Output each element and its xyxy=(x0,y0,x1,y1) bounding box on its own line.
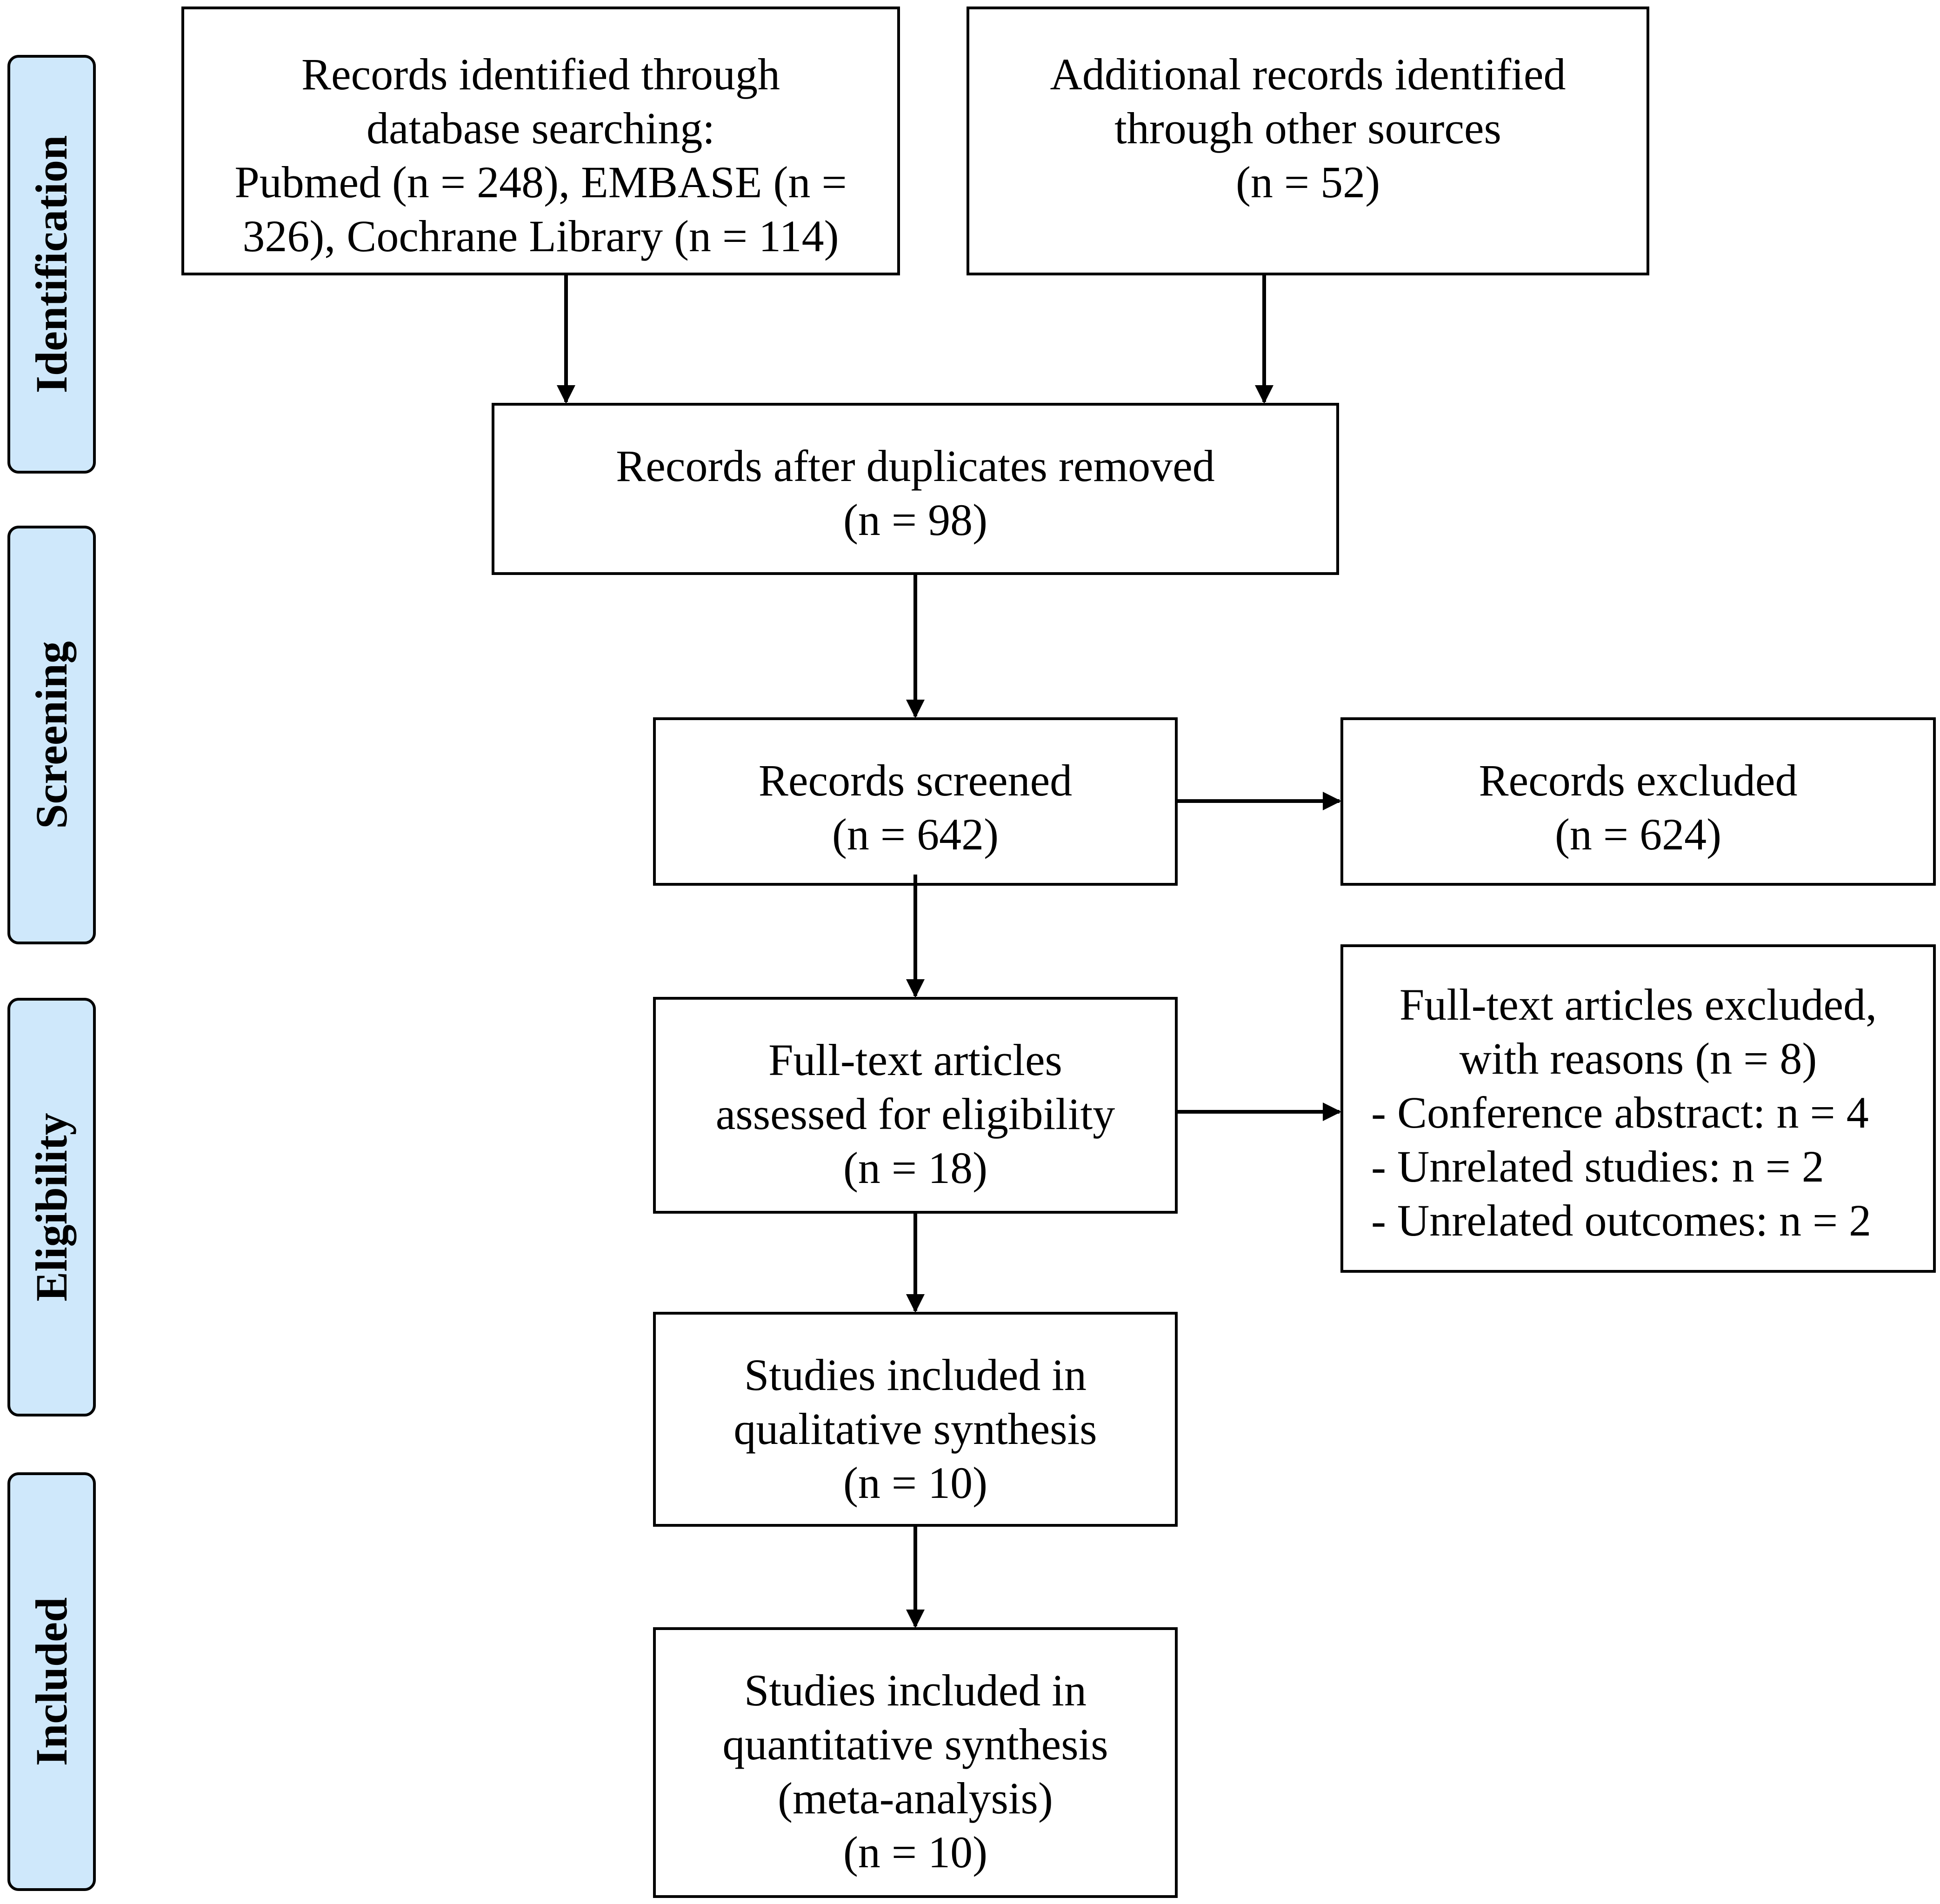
phase-eligibility: Eligibility xyxy=(7,998,96,1416)
exclusion-reasons-list: - Conference abstract: n = 4 - Unrelated… xyxy=(1343,1086,1871,1248)
box-text-line: through other sources xyxy=(1114,103,1501,153)
box-text-line: 326), Cochrane Library (n = 114) xyxy=(242,211,839,261)
exclusion-reason: - Conference abstract: n = 4 xyxy=(1371,1088,1869,1137)
box-text-line: Records screened xyxy=(758,755,1073,805)
phase-label-included: Included xyxy=(27,1597,76,1766)
box-full-text-excluded: Full-text articles excluded, with reason… xyxy=(1340,944,1936,1273)
phase-screening: Screening xyxy=(7,526,96,944)
box-text-line: database searching: xyxy=(367,103,715,153)
box-text-line: assessed for eligibility xyxy=(715,1089,1115,1139)
box-records-excluded: Records excluded (n = 624) xyxy=(1340,717,1936,886)
box-records-screened: Records screened (n = 642) xyxy=(653,717,1178,886)
phase-included: Included xyxy=(7,1472,96,1891)
exclusion-reason: - Unrelated outcomes: n = 2 xyxy=(1371,1196,1872,1245)
box-text-line: Full-text articles excluded, xyxy=(1399,980,1877,1029)
box-text-line: (n = 10) xyxy=(843,1827,988,1877)
phase-label-eligibility: Eligibility xyxy=(27,1113,76,1302)
box-text-line: (n = 624) xyxy=(1554,809,1722,859)
box-text-line: Additional records identified xyxy=(1050,49,1566,99)
box-text-line: (n = 52) xyxy=(1235,157,1380,207)
box-text-line: Studies included in xyxy=(744,1665,1087,1715)
box-text-line: (n = 10) xyxy=(843,1458,988,1508)
box-qualitative-synthesis: Studies included in qualitative synthesi… xyxy=(653,1312,1178,1527)
box-other-sources: Additional records identified through ot… xyxy=(967,7,1649,275)
phase-label-screening: Screening xyxy=(27,641,76,829)
box-text-line: Records identified through xyxy=(301,49,780,99)
box-text-line: qualitative synthesis xyxy=(733,1404,1097,1454)
box-full-text-assessed: Full-text articles assessed for eligibil… xyxy=(653,997,1178,1214)
box-text-line: quantitative synthesis xyxy=(722,1719,1108,1769)
box-text-line: (n = 18) xyxy=(843,1143,988,1193)
phase-identification: Identification xyxy=(7,55,96,474)
box-quantitative-synthesis: Studies included in quantitative synthes… xyxy=(653,1627,1178,1898)
box-text-line: Studies included in xyxy=(744,1350,1087,1400)
box-text-line: (n = 98) xyxy=(843,495,988,545)
box-text-line: Full-text articles xyxy=(768,1035,1062,1085)
box-after-duplicates: Records after duplicates removed (n = 98… xyxy=(492,403,1339,575)
box-text-line: (n = 642) xyxy=(832,809,999,859)
phase-label-identification: Identification xyxy=(27,135,76,394)
box-database-search: Records identified through database sear… xyxy=(181,7,900,275)
box-text-line: Records after duplicates removed xyxy=(616,441,1215,491)
box-text-line: (meta-analysis) xyxy=(778,1773,1053,1823)
box-text-line: Records excluded xyxy=(1479,755,1798,805)
box-text-line: with reasons (n = 8) xyxy=(1459,1034,1817,1083)
exclusion-reason: - Unrelated studies: n = 2 xyxy=(1371,1142,1824,1191)
box-text-line: Pubmed (n = 248), EMBASE (n = xyxy=(234,157,847,207)
